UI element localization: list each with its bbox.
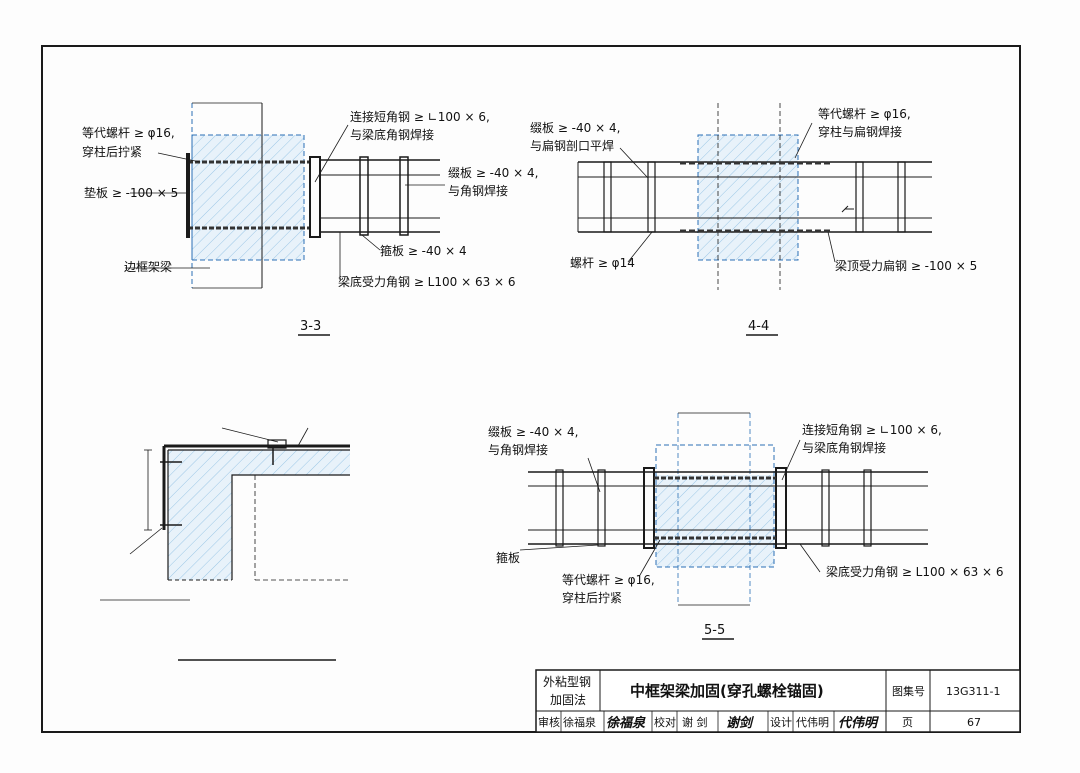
label-bolt-5-5: 等代螺杆 ≥ φ16, bbox=[562, 573, 655, 587]
label-bottom-angle-5-5: 梁底受力角钢 ≥ L100 × 63 × 6 bbox=[826, 564, 1004, 579]
drawing-title: 中框架梁加固(穿孔螺栓锚固) bbox=[630, 682, 824, 700]
category-line2: 加固法 bbox=[550, 693, 586, 707]
title-4-4: 4-4 bbox=[748, 319, 769, 334]
label-bolt-4-4: 等代螺杆 ≥ φ16, bbox=[818, 107, 911, 121]
sheet-border bbox=[41, 45, 1021, 733]
label-bolt-3-3-b: 穿柱后拧紧 bbox=[82, 144, 142, 159]
title-5-5: 5-5 bbox=[704, 623, 725, 638]
label-batten-5-5-b: 与角钢焊接 bbox=[488, 442, 548, 457]
category-line1: 外粘型钢 bbox=[543, 674, 591, 689]
column-concrete bbox=[192, 135, 304, 260]
label-pad-3-3: 垫板 ≥ -100 × 5 bbox=[84, 185, 178, 200]
label-batten-3-3-b: 与角钢焊接 bbox=[448, 183, 508, 198]
page-number: 67 bbox=[967, 716, 981, 729]
title-block: 外粘型钢 加固法 中框架梁加固(穿孔螺栓锚固) 图集号 13G311-1 审核 … bbox=[535, 669, 1021, 733]
label-bolt-5-5-b: 穿柱后拧紧 bbox=[562, 590, 622, 605]
section-4-4: 缀板 ≥ -40 × 4, 与扁钢剖口平焊 等代螺杆 ≥ φ16, 穿柱与扁钢焊… bbox=[530, 103, 977, 336]
section-3-3: 等代螺杆 ≥ φ16, 穿柱后拧紧 垫板 ≥ -100 × 5 边框架梁 连接短… bbox=[82, 102, 538, 336]
label-hoop-5-5: 箍板 bbox=[496, 550, 520, 565]
label-short-angle-5-5-b: 与梁底角钢焊接 bbox=[802, 440, 886, 455]
checker-name: 谢 剑 bbox=[682, 715, 708, 729]
atlas-number: 13G311-1 bbox=[946, 685, 1000, 698]
label-bolt-3-3: 等代螺杆 ≥ φ16, bbox=[82, 126, 175, 140]
title-3-3: 3-3 bbox=[300, 319, 321, 334]
label-short-angle-5-5: 连接短角钢 ≥ ∟100 × 6, bbox=[802, 422, 942, 437]
reviewer-name: 徐福泉 bbox=[563, 715, 596, 729]
label-batten-4-4-b: 与扁钢剖口平焊 bbox=[530, 138, 614, 153]
designer-signature: 代伟明 bbox=[838, 715, 879, 731]
label-edge-beam: 边框架梁 bbox=[124, 259, 172, 274]
label-hoop-3-3: 箍板 ≥ -40 × 4 bbox=[380, 243, 467, 258]
reviewer-signature: 徐福泉 bbox=[606, 715, 646, 731]
anchor-detail bbox=[100, 427, 350, 661]
label-top-flat-4-4: 梁顶受力扁钢 ≥ -100 × 5 bbox=[835, 258, 977, 273]
column-concrete-4-4 bbox=[698, 135, 798, 260]
checker-signature: 谢剑 bbox=[726, 715, 754, 731]
label-bolt-4-4-b: 穿柱与扁钢焊接 bbox=[818, 124, 902, 139]
page-label: 页 bbox=[902, 716, 913, 729]
label-batten-5-5: 缀板 ≥ -40 × 4, bbox=[488, 425, 578, 439]
review-label: 审核 bbox=[538, 715, 560, 729]
atlas-label: 图集号 bbox=[892, 684, 925, 698]
designer-name: 代伟明 bbox=[796, 716, 829, 729]
label-short-angle-3-3-b: 与梁底角钢焊接 bbox=[350, 127, 434, 142]
label-batten-3-3: 缀板 ≥ -40 × 4, bbox=[448, 166, 538, 180]
label-rod-4-4: 螺杆 ≥ φ14 bbox=[570, 256, 635, 270]
section-5-5: 缀板 ≥ -40 × 4, 与角钢焊接 连接短角钢 ≥ ∟100 × 6, 与梁… bbox=[488, 412, 1004, 640]
check-label: 校对 bbox=[654, 715, 676, 729]
label-batten-4-4: 缀板 ≥ -40 × 4, bbox=[530, 121, 620, 135]
label-bottom-angle-3-3: 梁底受力角钢 ≥ L100 × 63 × 6 bbox=[338, 274, 516, 289]
column-concrete-5-5 bbox=[656, 475, 774, 567]
label-short-angle-3-3: 连接短角钢 ≥ ∟100 × 6, bbox=[350, 109, 490, 124]
design-label: 设计 bbox=[770, 716, 792, 729]
